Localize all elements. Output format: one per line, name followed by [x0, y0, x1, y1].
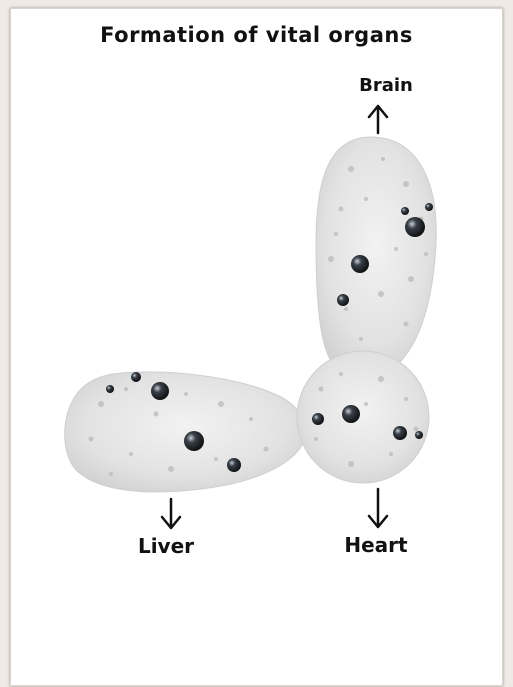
liver-lobe	[65, 372, 306, 492]
organ-formation-illustration	[11, 9, 504, 687]
heart-label: Heart	[326, 533, 426, 557]
liver-label: Liver	[121, 534, 211, 558]
arrow-down-heart-icon	[369, 489, 387, 527]
brain-label: Brain	[346, 75, 426, 96]
brain-lobe	[316, 137, 436, 375]
arrow-down-liver-icon	[162, 499, 180, 528]
diagram-panel: Formation of vital organs	[10, 8, 503, 686]
arrow-up-brain-icon	[369, 106, 387, 133]
